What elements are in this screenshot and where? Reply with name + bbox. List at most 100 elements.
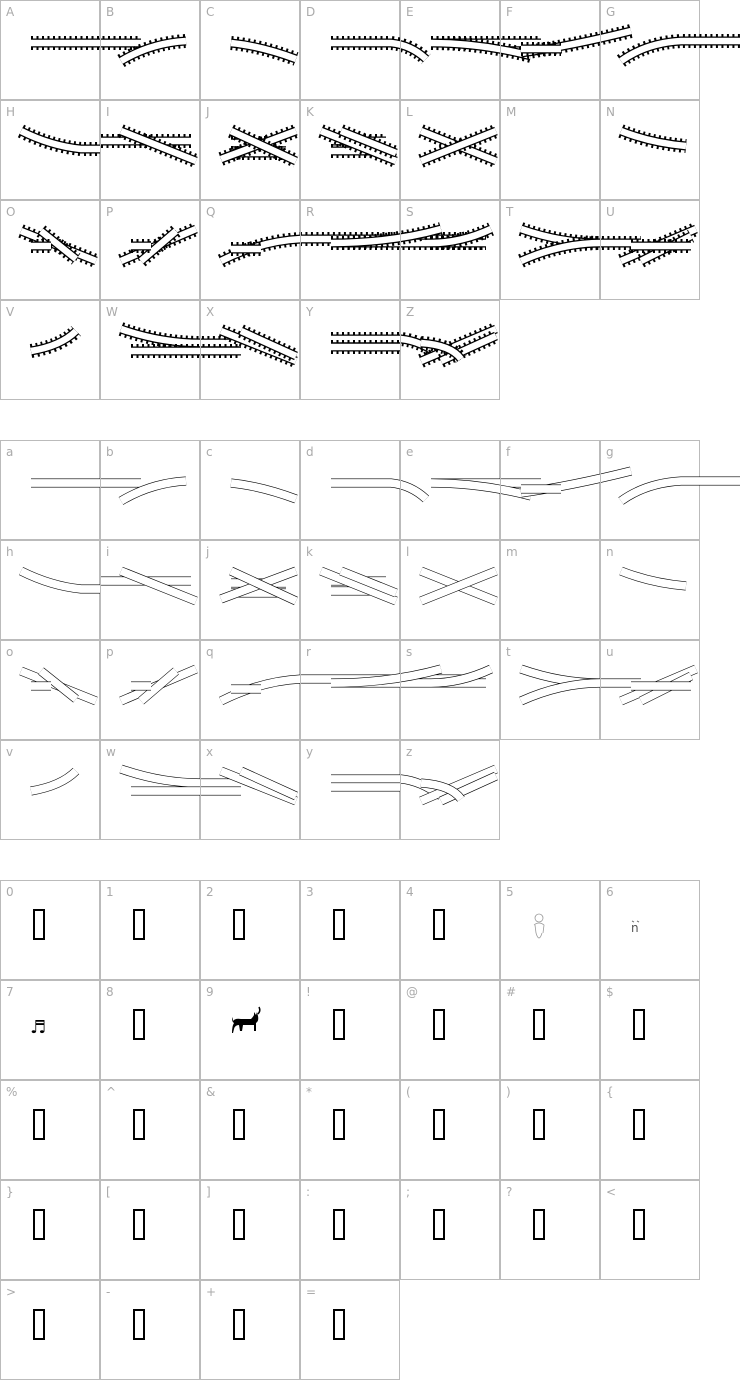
glyph-label: g: [606, 445, 614, 459]
glyph-cell: w: [100, 740, 241, 840]
missing-glyph-box-icon: [133, 1009, 145, 1040]
glyph-label: 2: [206, 885, 214, 899]
glyph-cell: Z: [400, 300, 500, 400]
glyph-cell: i: [100, 540, 200, 640]
rail-line-glyph: [331, 774, 444, 800]
rail-track-glyph: [518, 222, 641, 268]
glyph-cell: !: [300, 980, 400, 1080]
glyph-cell: n: [600, 540, 700, 640]
glyph-cell: A: [0, 0, 141, 100]
missing-glyph-box-icon: [233, 1209, 245, 1240]
glyph-cell: z: [400, 740, 500, 840]
rail-track-glyph: [217, 232, 486, 268]
glyph-label: e: [406, 445, 414, 459]
glyph-cell: {: [600, 1080, 700, 1180]
glyph-label: D: [306, 5, 316, 19]
glyph-cell: 5: [500, 880, 600, 980]
glyph-cell: j: [200, 540, 300, 640]
glyph-cell: ;: [400, 1180, 500, 1280]
rail-track-glyph: [18, 224, 99, 268]
glyph-cell: N: [600, 100, 700, 200]
glyph-cell: 2: [200, 880, 300, 980]
glyph-cell: g: [600, 440, 740, 540]
glyph-label: ;: [406, 1185, 411, 1199]
glyph-cell: R: [300, 200, 486, 300]
rail-line-glyph: [619, 664, 698, 706]
glyph-cell: =: [300, 1280, 400, 1380]
rail-track-glyph: [318, 124, 399, 168]
missing-glyph-box-icon: [633, 1009, 645, 1040]
glyph-label: ?: [506, 1185, 513, 1199]
rail-track-glyph: [430, 36, 541, 63]
glyph-cell: L: [400, 100, 500, 200]
rail-track-glyph: [418, 124, 499, 168]
glyph-label: @: [406, 985, 418, 999]
glyph-cell: Y: [300, 300, 446, 400]
glyph-cell: P: [100, 200, 200, 300]
glyph-label: :: [306, 1185, 311, 1199]
glyph-cell: B: [100, 0, 200, 100]
glyph-cell: O: [0, 200, 100, 300]
rail-track-glyph: [218, 324, 299, 368]
glyph-label: p: [106, 645, 114, 659]
missing-glyph-box-icon: [33, 909, 45, 940]
missing-glyph-box-icon: [133, 909, 145, 940]
glyph-label: =: [306, 1285, 317, 1299]
glyph-cell: H: [0, 100, 101, 200]
rail-track-glyph: [230, 36, 299, 66]
glyph-label: H: [6, 105, 16, 119]
glyph-label: 4: [406, 885, 414, 899]
glyph-label: &: [206, 1085, 216, 1099]
rail-line-glyph: [219, 766, 298, 806]
glyph-cell: t: [500, 640, 641, 740]
glyph-label: J: [206, 105, 210, 119]
rail-track-glyph: [520, 24, 633, 60]
glyph-label: 7: [6, 985, 14, 999]
rail-line-glyph: [419, 764, 498, 806]
glyph-label: >: [6, 1285, 17, 1299]
rail-line-glyph: [230, 478, 298, 504]
glyph-label: {: [606, 1085, 614, 1099]
rail-line-glyph: [618, 476, 740, 505]
glyph-label: I: [106, 105, 110, 119]
glyph-cell: &: [200, 1080, 300, 1180]
glyph-label: 1: [106, 885, 114, 899]
rail-line-glyph: [119, 664, 198, 706]
glyph-label: a: [6, 445, 14, 459]
glyph-cell: 0: [0, 880, 100, 980]
glyph-label: y: [306, 745, 314, 759]
glyph-label: +: [206, 1285, 217, 1299]
glyph-label: %: [6, 1085, 18, 1099]
glyph-cell: #: [500, 980, 600, 1080]
glyph-cell: }: [0, 1180, 100, 1280]
rail-track-glyph: [17, 124, 101, 156]
glyph-cell: a: [0, 440, 141, 540]
glyph-cell: %: [0, 1080, 100, 1180]
glyph-cell: o: [0, 640, 100, 740]
glyph-cell: X: [200, 300, 300, 400]
glyph-label: n: [606, 545, 614, 559]
glyph-cell: r: [300, 640, 486, 740]
glyph-label: P: [106, 205, 114, 219]
glyph-label: 6: [606, 885, 614, 899]
glyph-cell: :: [300, 1180, 400, 1280]
glyph-label: X: [206, 305, 215, 319]
person-outline-icon: [533, 913, 545, 939]
glyph-label: (: [406, 1085, 411, 1099]
glyph-label: -: [106, 1285, 111, 1299]
glyph-cell: E: [400, 0, 541, 100]
rail-line-glyph: [118, 476, 187, 505]
glyph-cell: l: [400, 540, 500, 640]
glyph-cell: [: [100, 1180, 200, 1280]
glyph-cell: Q: [200, 200, 486, 300]
rail-track-glyph: [330, 222, 486, 250]
glyph-label: 3: [306, 885, 314, 899]
glyph-cell: p: [100, 640, 200, 740]
glyph-cell: ^: [100, 1080, 200, 1180]
glyph-label: 5: [506, 885, 514, 899]
missing-glyph-box-icon: [433, 1109, 445, 1140]
glyph-label: Q: [206, 205, 216, 219]
glyph-label: l: [406, 545, 410, 559]
glyph-label: ^: [106, 1085, 117, 1099]
